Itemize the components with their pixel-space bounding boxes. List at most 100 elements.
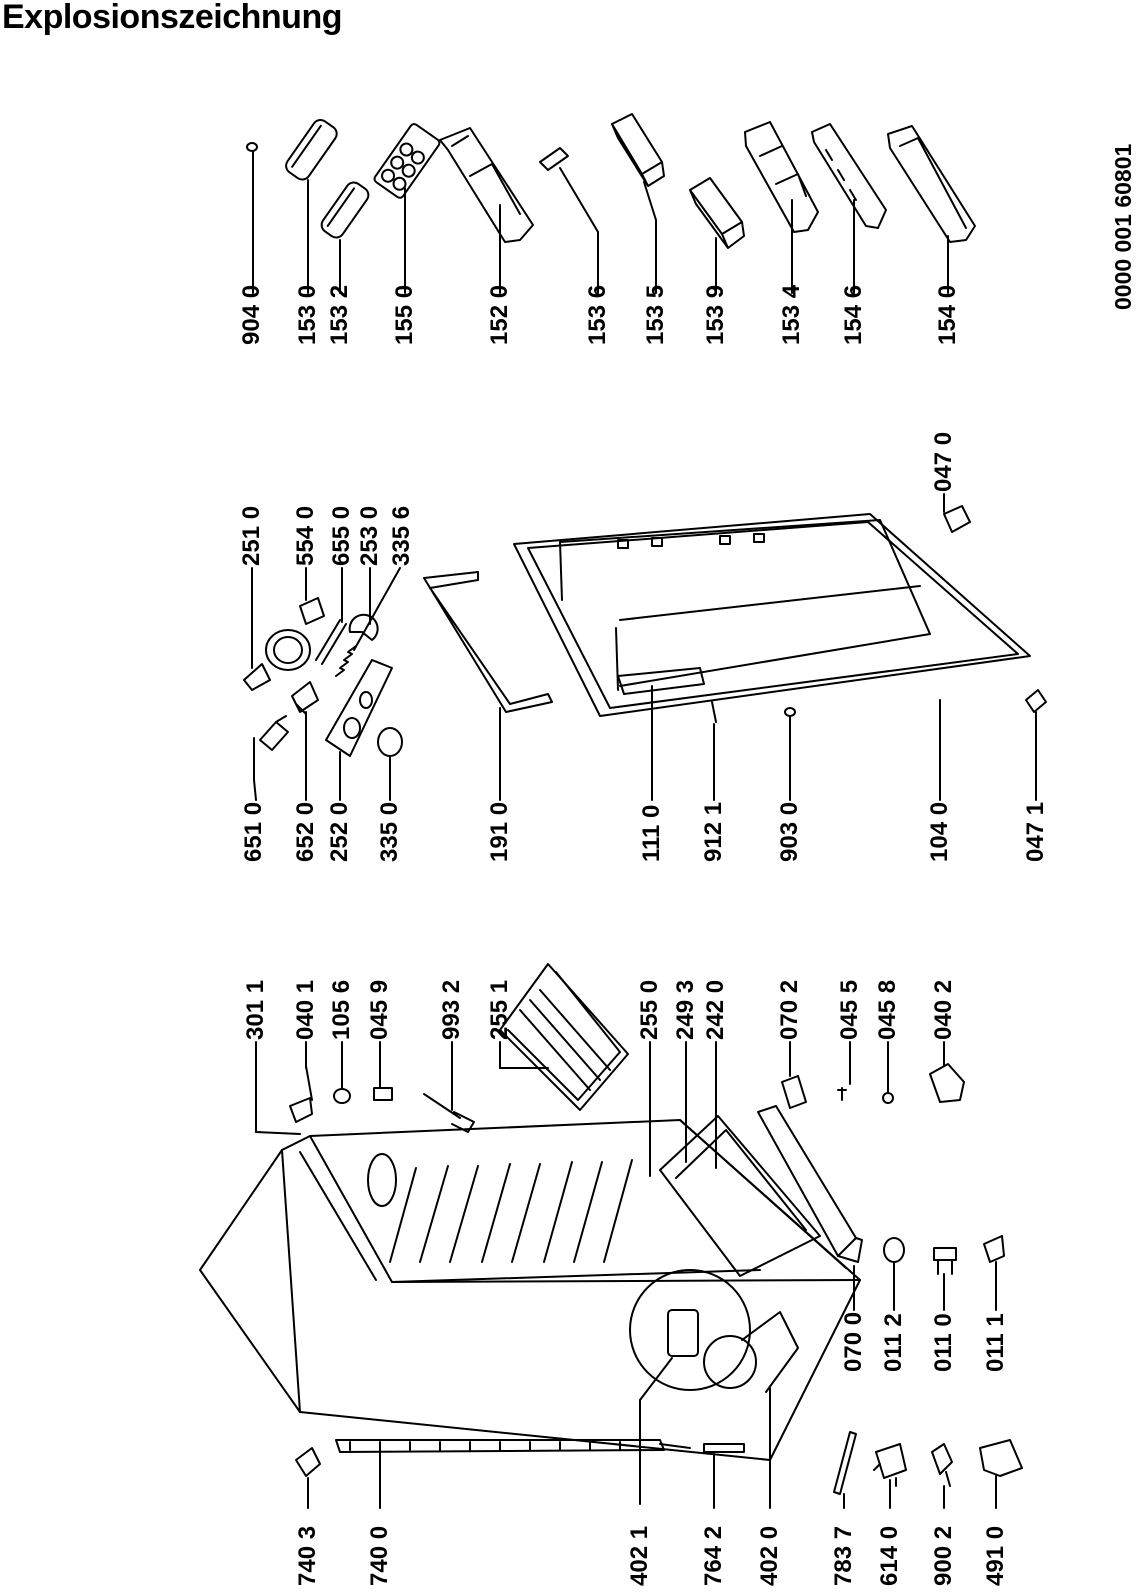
- part-153-5-drawing: [611, 113, 665, 187]
- part-label-070-0: 070 0: [840, 1311, 867, 1372]
- part-903-0-drawing: [784, 707, 796, 717]
- part-764-2-drawing: [703, 1443, 745, 1453]
- part-047-0-drawing: [943, 505, 971, 533]
- part-904-0-drawing: [246, 142, 258, 152]
- part-label-104-0: 104 0: [926, 801, 953, 862]
- part-label-764-2: 764 2: [700, 1525, 727, 1586]
- part-label-045-5: 045 5: [836, 979, 863, 1040]
- part-label-402-1: 402 1: [626, 1525, 653, 1586]
- part-047-1-drawing: [1025, 689, 1047, 713]
- part-label-740-0: 740 0: [366, 1525, 393, 1586]
- cabinet-body-drawing: [199, 1105, 863, 1461]
- part-label-153-9: 153 9: [702, 284, 729, 345]
- part-label-011-0: 011 0: [930, 1313, 957, 1372]
- part-label-903-0: 903 0: [776, 801, 803, 862]
- part-153-6-drawing: [539, 147, 569, 171]
- part-label-154-6: 154 6: [840, 284, 867, 345]
- part-label-402-0: 402 0: [756, 1525, 783, 1586]
- part-491-0-drawing: [979, 1439, 1023, 1477]
- part-label-040-1: 040 1: [292, 979, 319, 1040]
- part-040-1-drawing: [289, 1065, 313, 1123]
- door-group: [243, 493, 1047, 801]
- part-label-045-9: 045 9: [366, 979, 393, 1040]
- part-label-153-6: 153 6: [584, 284, 611, 345]
- part-045-8-drawing: [882, 1092, 894, 1104]
- part-253-0-drawing: [348, 613, 379, 641]
- part-154-6-drawing: [811, 123, 887, 229]
- part-label-335-6: 335 6: [388, 505, 415, 566]
- part-011-1-drawing: [983, 1235, 1005, 1263]
- part-label-652-0: 652 0: [292, 801, 319, 862]
- part-label-047-0: 047 0: [930, 431, 957, 492]
- part-335-6-drawing: [335, 645, 357, 677]
- part-153-9-drawing: [689, 177, 745, 249]
- part-105-6-drawing: [333, 1088, 351, 1104]
- part-label-655-0: 655 0: [328, 505, 355, 566]
- part-652-0-drawing: [291, 681, 319, 715]
- part-label-491-0: 491 0: [982, 1525, 1009, 1586]
- part-label-252-0: 252 0: [326, 801, 353, 862]
- part-label-105-6: 105 6: [328, 979, 355, 1040]
- part-label-153-2: 153 2: [326, 284, 353, 345]
- part-335-0-drawing: [377, 727, 403, 757]
- part-045-5-drawing: [837, 1087, 847, 1101]
- part-252-0-drawing: [325, 659, 393, 757]
- part-label-900-2: 900 2: [930, 1525, 957, 1586]
- part-label-153-0: 153 0: [294, 284, 321, 345]
- part-label-335-0: 335 0: [376, 801, 403, 862]
- part-153-4-drawing: [744, 121, 819, 233]
- part-label-153-5: 153 5: [642, 284, 669, 345]
- part-655-0-drawing: [315, 619, 347, 665]
- part-label-912-1: 912 1: [700, 801, 727, 862]
- door-accessories-group: [246, 113, 976, 294]
- part-554-0-drawing: [265, 629, 311, 671]
- part-153-0-drawing: [285, 119, 338, 181]
- part-label-993-2: 993 2: [438, 979, 465, 1040]
- part-label-070-2: 070 2: [776, 979, 803, 1040]
- part-155-0-drawing: [373, 123, 441, 199]
- part-label-554-0: 554 0: [292, 505, 319, 566]
- part-614-0-drawing: [873, 1443, 907, 1487]
- part-040-2-drawing: [929, 1063, 965, 1103]
- page-title: Explosionszeichnung: [2, 0, 342, 36]
- part-154-0-drawing: [887, 125, 976, 243]
- part-153-2-drawing: [320, 181, 370, 239]
- part-label-191-0: 191 0: [486, 801, 513, 862]
- part-label-783-7: 783 7: [830, 1525, 857, 1586]
- part-104-0-drawing: [513, 513, 1031, 717]
- part-255-1-drawing: [499, 963, 629, 1111]
- part-045-9-drawing: [373, 1087, 393, 1101]
- part-label-155-0: 155 0: [391, 284, 418, 345]
- part-070-2-drawing: [781, 1075, 807, 1109]
- part-740-3-drawing: [295, 1447, 321, 1477]
- document-number: 0000 001 60801: [1110, 143, 1136, 310]
- part-191-0-drawing: [423, 571, 553, 713]
- part-900-2-drawing: [931, 1443, 953, 1487]
- part-783-7-drawing: [833, 1431, 857, 1495]
- part-993-2-drawing: [423, 1093, 475, 1133]
- part-label-153-4: 153 4: [778, 284, 805, 345]
- part-label-011-2: 011 2: [880, 1313, 907, 1372]
- part-651-0-drawing: [259, 715, 289, 751]
- part-label-255-0: 255 0: [636, 979, 663, 1040]
- cabinet-group: [199, 963, 1023, 1509]
- part-label-047-1: 047 1: [1022, 801, 1049, 862]
- part-011-2-drawing: [883, 1237, 905, 1263]
- part-label-301-1: 301 1: [242, 979, 269, 1040]
- part-label-242-0: 242 0: [702, 979, 729, 1040]
- part-label-614-0: 614 0: [876, 1525, 903, 1586]
- part-label-251-0: 251 0: [238, 505, 265, 566]
- part-label-904-0: 904 0: [238, 284, 265, 345]
- part-label-111-0: 111 0: [638, 804, 665, 862]
- part-label-651-0: 651 0: [240, 801, 267, 862]
- part-label-045-8: 045 8: [874, 979, 901, 1040]
- part-011-0-drawing: [933, 1247, 957, 1275]
- part-label-249-3: 249 3: [672, 979, 699, 1040]
- part-label-740-3: 740 3: [294, 1525, 321, 1586]
- part-label-154-0: 154 0: [934, 284, 961, 345]
- part-251-0-drawing: [243, 663, 271, 691]
- part-label-011-1: 011 1: [982, 1313, 1009, 1372]
- part-label-253-0: 253 0: [356, 505, 383, 566]
- part-label-152-0: 152 0: [486, 284, 513, 345]
